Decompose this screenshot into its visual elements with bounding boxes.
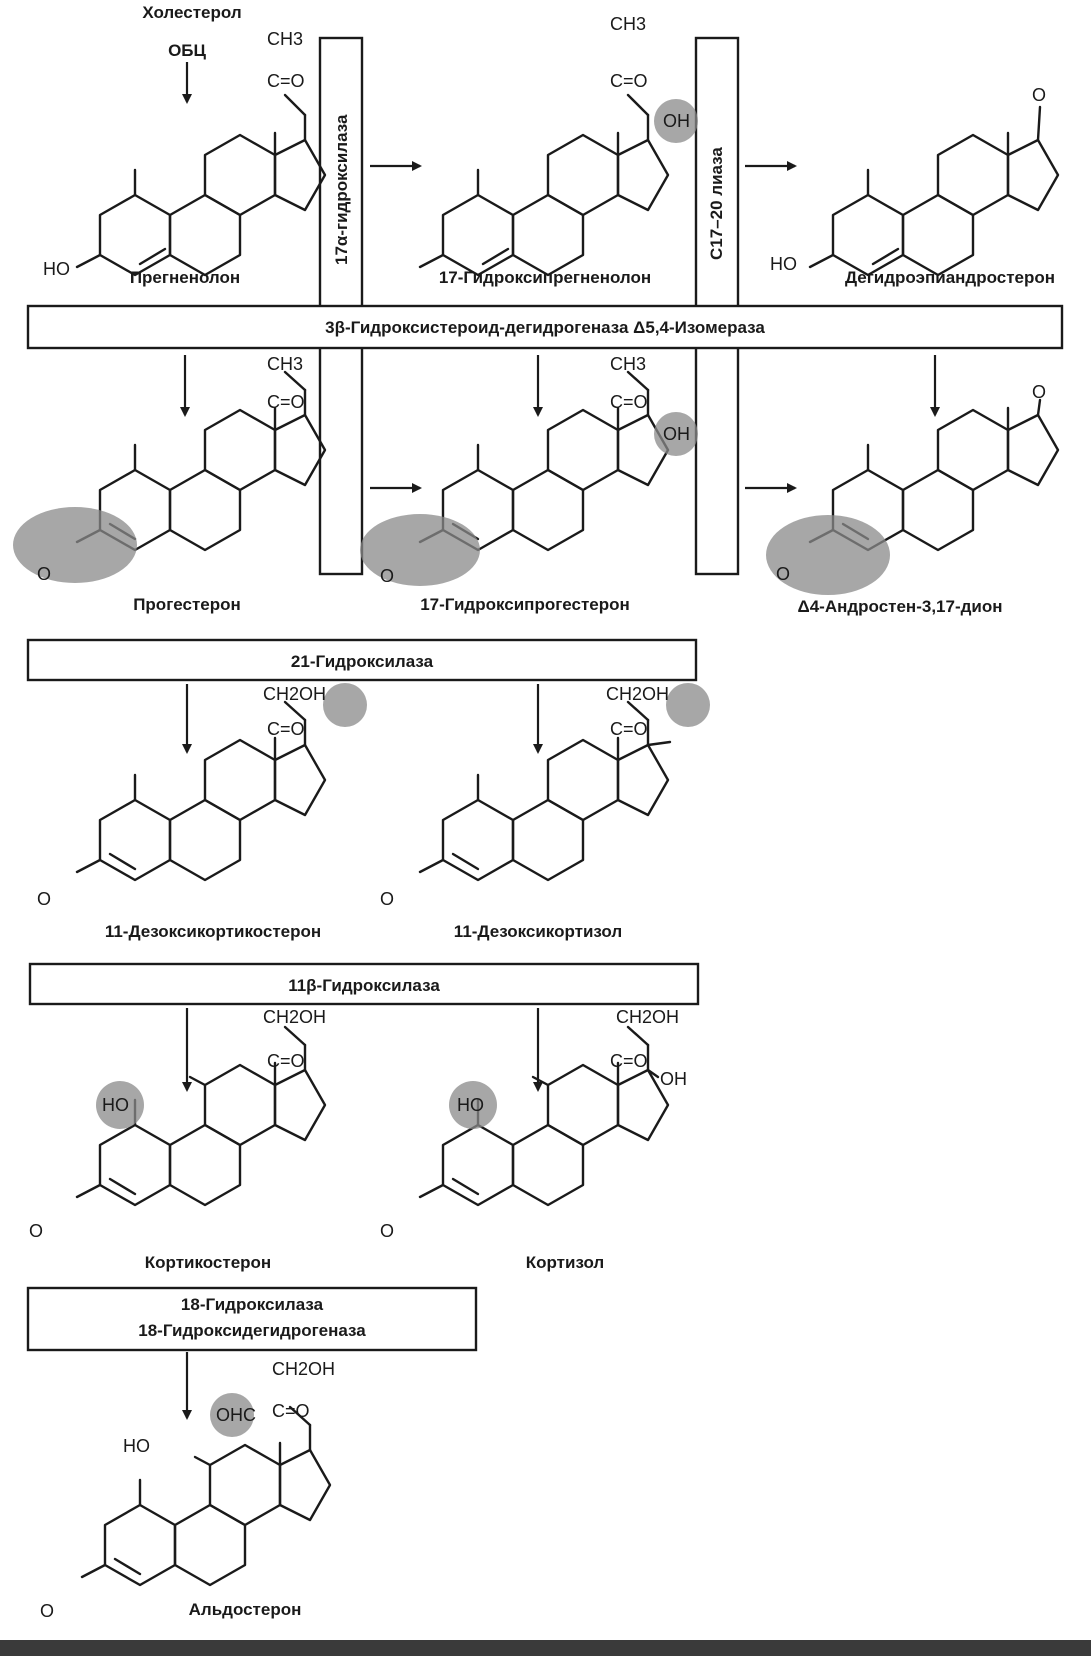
svg-text:C=O: C=O: [610, 719, 648, 739]
progesterone-label: Прогестерон: [133, 595, 241, 614]
svg-text:HO: HO: [43, 259, 70, 279]
corticosterone-structure: HO O C=O CH2OH: [29, 1007, 327, 1241]
svg-text:O: O: [37, 889, 51, 909]
enzyme-box-18-hydroxylase: [26, 1286, 478, 1352]
svg-text:O: O: [1032, 382, 1046, 402]
svg-text:C=O: C=O: [610, 1051, 648, 1071]
pregnenolone-structure: HO C=O CH3: [43, 29, 327, 279]
obc-label: ОБЦ: [168, 41, 206, 60]
svg-text:CH2OH: CH2OH: [263, 684, 326, 704]
deoxycortisol-label: 11-Дезоксикортизол: [454, 922, 622, 941]
svg-text:C=O: C=O: [610, 392, 648, 412]
svg-text:CH3: CH3: [267, 354, 303, 374]
svg-text:C=O: C=O: [267, 71, 305, 91]
aldosterone-structure: OHC HO O C=O CH2OH: [40, 1359, 335, 1621]
svg-text:OH: OH: [660, 1069, 687, 1089]
svg-text:O: O: [776, 564, 790, 584]
cortisol-label: Кортизол: [526, 1253, 604, 1272]
dhea-label: Дегидроэпиандростерон: [845, 268, 1055, 287]
svg-text:CH2OH: CH2OH: [263, 1007, 326, 1027]
svg-text:OH: OH: [663, 424, 690, 444]
svg-text:O: O: [40, 1601, 54, 1621]
svg-text:HO: HO: [123, 1436, 150, 1456]
svg-text:OH: OH: [663, 111, 690, 131]
enzyme-box-3b-dehydrogenase: [26, 304, 1064, 350]
svg-text:C=O: C=O: [267, 1051, 305, 1071]
deoxycorticosterone-structure: O C=O CH2OH: [37, 683, 367, 909]
hydroxyprogesterone-label: 17-Гидроксипрогестерон: [420, 595, 630, 614]
svg-text:O: O: [1032, 85, 1046, 105]
enzyme-label-11b-hydroxylase: 11β-Гидроксилаза: [288, 976, 440, 995]
svg-text:HO: HO: [102, 1095, 129, 1115]
enzyme-box-11b-hydroxylase: [28, 962, 700, 1006]
enzyme-label-21-hydroxylase: 21-Гидроксилаза: [291, 652, 434, 671]
svg-text:CH3: CH3: [610, 354, 646, 374]
progesterone-structure: O C=O CH3: [13, 354, 327, 584]
hydroxypregnenolone-label: 17-Гидроксипрегненолон: [439, 268, 651, 287]
svg-text:CH3: CH3: [610, 14, 646, 34]
svg-text:O: O: [380, 566, 394, 586]
svg-text:C=O: C=O: [272, 1401, 310, 1421]
enzyme-label-lyase: С17–20 лиаза: [707, 147, 726, 260]
cortisol-structure: HO OH O C=O CH2OH: [380, 1007, 687, 1241]
corticosterone-label: Кортикостерон: [145, 1253, 271, 1272]
cholesterol-label: Холестерол: [142, 3, 241, 22]
androstenedione-structure: O O: [766, 382, 1060, 595]
svg-text:CH2OH: CH2OH: [606, 684, 669, 704]
enzyme-label-17a-hydroxylase: 17α-гидроксилаза: [332, 114, 351, 265]
hydroxyprogesterone-structure: O OH C=O CH3: [360, 354, 698, 586]
enzyme-label-18-hydroxylase: 18-Гидроксилаза: [181, 1295, 324, 1314]
enzyme-box-21-hydroxylase: [26, 638, 698, 682]
page-footer-bar: [0, 1640, 1091, 1656]
svg-text:HO: HO: [770, 254, 797, 274]
pregnenolone-label: Прегненолон: [130, 268, 240, 287]
svg-text:CH3: CH3: [267, 29, 303, 49]
svg-text:OHC: OHC: [216, 1405, 256, 1425]
svg-text:C=O: C=O: [267, 719, 305, 739]
svg-text:O: O: [380, 1221, 394, 1241]
deoxycortisol-structure: O C=O CH2OH: [380, 683, 710, 909]
dhea-structure: O HO: [770, 85, 1060, 277]
svg-text:C=O: C=O: [610, 71, 648, 91]
hydroxypregnenolone-structure: OH C=O CH3: [418, 14, 698, 277]
svg-text:CH2OH: CH2OH: [616, 1007, 679, 1027]
svg-text:C=O: C=O: [267, 392, 305, 412]
svg-text:CH2OH: CH2OH: [272, 1359, 335, 1379]
svg-text:O: O: [29, 1221, 43, 1241]
svg-text:O: O: [380, 889, 394, 909]
androstenedione-label: Δ4-Андростен-3,17-дион: [797, 597, 1002, 616]
svg-text:O: O: [37, 564, 51, 584]
aldosterone-label: Альдостерон: [189, 1600, 302, 1619]
enzyme-label-3b-dehydrogenase: 3β-Гидроксистероид-дегидрогеназа Δ5,4-Из…: [325, 318, 765, 337]
svg-text:HO: HO: [457, 1095, 484, 1115]
deoxycorticosterone-label: 11-Дезоксикортикостерон: [105, 922, 321, 941]
enzyme-label-18-dehydrogenase: 18-Гидроксидегидрогеназа: [138, 1321, 366, 1340]
